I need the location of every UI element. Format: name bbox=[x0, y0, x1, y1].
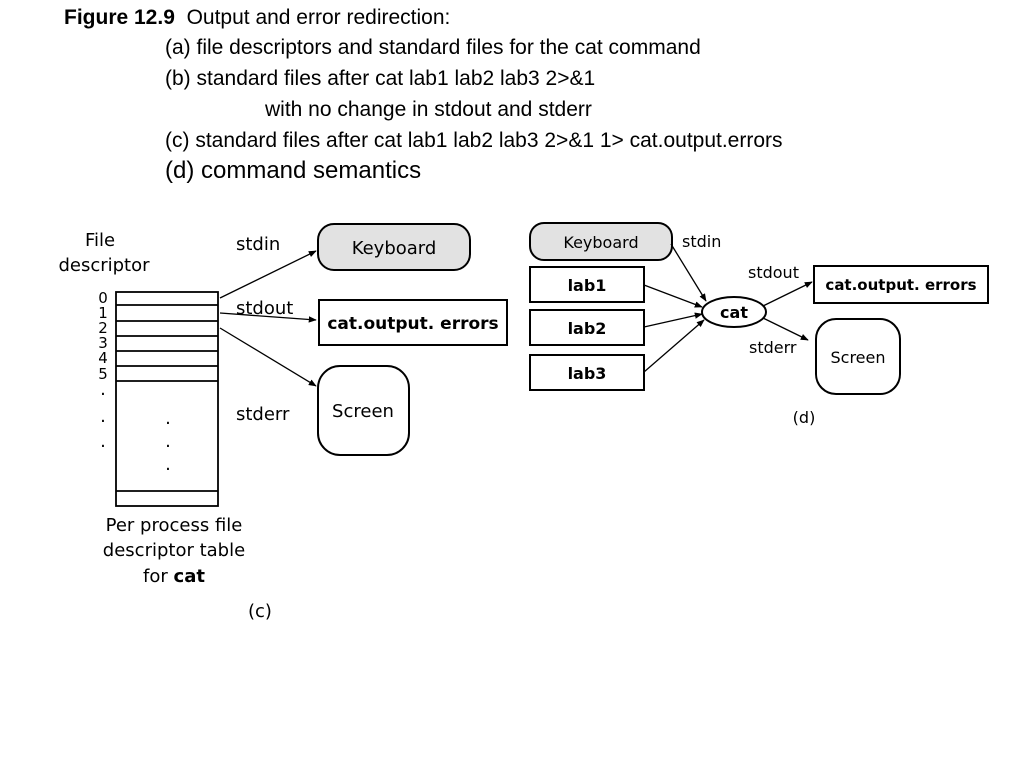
d-screen-box bbox=[815, 318, 901, 395]
table-caption-line1: Per process file bbox=[106, 515, 243, 536]
figure-caption: Figure 12.9 Output and error redirection… bbox=[0, 0, 1024, 200]
table-caption-line2: descriptor table bbox=[103, 540, 245, 561]
d-input-file-label: lab2 bbox=[568, 319, 607, 338]
d-keyboard-box bbox=[529, 222, 673, 261]
stdout-arrow bbox=[219, 312, 317, 323]
output-file-box bbox=[318, 299, 508, 346]
descriptor-number: 4 bbox=[98, 349, 108, 367]
ellipsis-dot: . bbox=[100, 406, 106, 427]
table-caption: Per process file descriptor table for ca… bbox=[103, 515, 245, 587]
fd-header-line2: descriptor bbox=[58, 255, 150, 276]
caption-line-d: (d) command semantics bbox=[165, 157, 422, 184]
ellipsis-dot: . bbox=[165, 431, 171, 452]
stderr-label: stderr bbox=[236, 404, 290, 425]
d-output-file-box bbox=[813, 265, 989, 304]
d-cat-process bbox=[701, 296, 767, 328]
figure-label: Figure 12.9 bbox=[64, 6, 175, 29]
d-stdout-label: stdout bbox=[748, 263, 799, 282]
d-output-file-label: cat.output. errors bbox=[825, 276, 976, 294]
table-caption-for: for bbox=[143, 566, 173, 587]
panel-c: File descriptor 0 1 2 3 4 5 . . . . . . bbox=[58, 223, 508, 622]
panel-c-arrows bbox=[219, 250, 317, 387]
descriptor-numbers: 0 1 2 3 4 5 bbox=[98, 289, 108, 383]
descriptor-table bbox=[115, 291, 219, 507]
caption-line-a: (a) file descriptors and standard files … bbox=[165, 36, 701, 59]
d-input-file-lab2 bbox=[529, 309, 645, 346]
fd-header-line1: File bbox=[85, 230, 115, 251]
d-input-file-label: lab1 bbox=[568, 276, 607, 295]
caption-line-c: (c) standard files after cat lab1 lab2 l… bbox=[165, 129, 783, 152]
panel-d-label: (d) bbox=[793, 408, 816, 427]
d-stdin-arrow bbox=[670, 243, 707, 302]
descriptor-number: 1 bbox=[98, 304, 108, 322]
caption-line-b: (b) standard files after cat lab1 lab2 l… bbox=[165, 67, 596, 90]
table-caption-line3: for cat bbox=[143, 566, 205, 587]
figure-title: Output and error redirection: bbox=[186, 6, 451, 29]
d-input-file-lab3 bbox=[529, 354, 645, 391]
table-caption-cat: cat bbox=[174, 566, 206, 587]
panel-c-label: (c) bbox=[248, 601, 272, 622]
stdin-arrow bbox=[219, 250, 317, 299]
stderr-arrow bbox=[219, 327, 317, 387]
ellipsis-dot: . bbox=[165, 408, 171, 429]
stdout-label: stdout bbox=[236, 298, 293, 319]
screen-box bbox=[317, 365, 410, 456]
keyboard-label: Keyboard bbox=[352, 238, 437, 259]
descriptor-number: 3 bbox=[98, 334, 108, 352]
ellipsis-dot: . bbox=[165, 454, 171, 475]
caption-line-b-continued: with no change in stdout and stderr bbox=[265, 98, 592, 121]
descriptor-number: 0 bbox=[98, 289, 108, 307]
ellipsis-dot: . bbox=[100, 379, 106, 400]
d-stdout-arrow bbox=[762, 281, 813, 307]
output-file-label: cat.output. errors bbox=[327, 314, 498, 334]
panel-d: Keyboard lab1 lab2 lab3 cat stdin stdout… bbox=[529, 222, 989, 427]
descriptor-table-frame bbox=[115, 291, 219, 507]
descriptor-number: 2 bbox=[98, 319, 108, 337]
d-stdin-label: stdin bbox=[682, 232, 721, 251]
d-lab3-arrow bbox=[643, 319, 705, 373]
d-stderr-arrow bbox=[762, 317, 809, 341]
d-stderr-label: stderr bbox=[749, 338, 797, 357]
d-cat-label: cat bbox=[720, 303, 748, 322]
d-input-file-lab1 bbox=[529, 266, 645, 303]
ellipsis-dot: . bbox=[100, 431, 106, 452]
d-screen-label: Screen bbox=[830, 348, 885, 367]
d-keyboard-label: Keyboard bbox=[563, 233, 638, 252]
ellipsis-dots: . . . . . . bbox=[100, 379, 171, 475]
panel-d-arrows bbox=[643, 243, 813, 373]
caption-title-line: Figure 12.9 Output and error redirection… bbox=[64, 6, 450, 30]
d-lab1-arrow bbox=[643, 284, 703, 308]
stdin-label: stdin bbox=[236, 234, 280, 255]
descriptor-number: 5 bbox=[98, 365, 108, 383]
d-input-file-label: lab3 bbox=[568, 364, 607, 383]
keyboard-box bbox=[317, 223, 471, 271]
screen-label: Screen bbox=[332, 401, 394, 422]
d-lab2-arrow bbox=[643, 312, 703, 328]
